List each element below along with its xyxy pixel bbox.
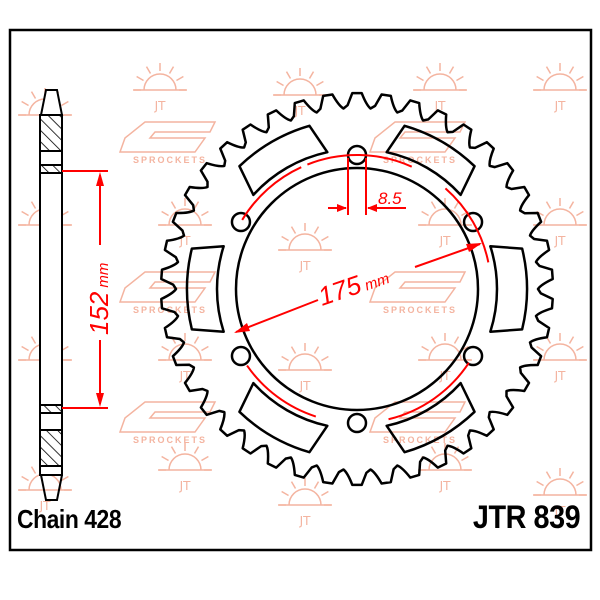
jt-sprockets-logo-watermark: SPROCKETS [368, 271, 467, 315]
pcd-dimension [234, 243, 482, 333]
svg-text:SPROCKETS: SPROCKETS [383, 155, 457, 165]
bolt-hole [230, 211, 252, 233]
lightening-slot [238, 124, 329, 197]
svg-text:JT: JT [439, 479, 452, 493]
side-profile [39, 89, 64, 501]
svg-text:JT: JT [299, 379, 312, 393]
lightening-slot [489, 245, 529, 333]
bolt-hole [462, 345, 484, 367]
svg-text:SPROCKETS: SPROCKETS [133, 155, 207, 165]
height-dimension-label: 152mm [84, 263, 114, 335]
sun-watermark-icon: JT [533, 63, 587, 113]
sun-watermark-icon: JT [158, 333, 212, 383]
sun-watermark-icon: JT [273, 68, 327, 118]
jt-sprockets-logo-watermark: SPROCKETS [118, 401, 217, 445]
lightening-slot [385, 124, 476, 197]
hatch-top [39, 114, 63, 174]
svg-text:JT: JT [154, 99, 167, 113]
pcd-dimension-label: 175mm [314, 260, 392, 312]
jt-sprockets-logo-watermark: SPROCKETS [118, 271, 217, 315]
sun-watermark-icon: JT [133, 63, 187, 113]
chain-size-label: Chain 428 [17, 504, 122, 534]
svg-text:JT: JT [294, 104, 307, 118]
svg-text:JT: JT [299, 259, 312, 273]
height-dimension [62, 170, 108, 409]
bolt-circle-arc [307, 154, 413, 168]
sun-watermark-icon: JT [158, 198, 212, 248]
svg-text:SPROCKETS: SPROCKETS [383, 305, 457, 315]
svg-text:SPROCKETS: SPROCKETS [383, 435, 457, 445]
sun-watermark-icon: JT [533, 333, 587, 383]
sun-watermark-icon: JT [413, 63, 467, 113]
bolt-hole-dimension-label: 8.5 [378, 189, 402, 208]
sun-watermark-icon: JT [278, 478, 332, 528]
bolt-hole [230, 345, 252, 367]
jt-sprockets-logo-watermark: SPROCKETS [118, 121, 217, 165]
jt-sprockets-logo-watermark: SPROCKETS [368, 121, 467, 165]
svg-text:SPROCKETS: SPROCKETS [133, 435, 207, 445]
svg-text:JT: JT [439, 234, 452, 248]
svg-text:JT: JT [554, 369, 567, 383]
bolt-circle-arc [388, 362, 470, 421]
svg-text:JT: JT [179, 479, 192, 493]
center-bore [234, 166, 480, 412]
sun-watermark-icon: JT [158, 443, 212, 493]
bolt-hole-dimension [328, 158, 406, 215]
bolt-hole [462, 211, 484, 233]
hatch-bottom [39, 404, 63, 467]
lightening-slot [238, 381, 329, 454]
svg-text:JT: JT [299, 514, 312, 528]
drawing-frame [8, 28, 593, 552]
sun-watermark-icon: JT [418, 443, 472, 493]
svg-text:JT: JT [39, 499, 52, 513]
part-number-label: JTR 839 [472, 499, 581, 535]
svg-text:JT: JT [554, 99, 567, 113]
sun-watermark-icon: JT [278, 343, 332, 393]
svg-text:JT: JT [554, 234, 567, 248]
bolt-circle-arc [241, 166, 302, 221]
sun-watermark-icon: JT [533, 468, 587, 518]
svg-text:JT: JT [554, 504, 567, 518]
lightening-slot [185, 245, 225, 333]
svg-text:JT: JT [439, 369, 452, 383]
bolt-hole [346, 412, 368, 434]
sprocket-outline [160, 91, 554, 487]
svg-text:JT: JT [434, 99, 447, 113]
sun-watermark-icon: JT [278, 223, 332, 273]
bolt-circle-arc [246, 365, 317, 418]
bolt-circle-arc [444, 187, 490, 263]
sun-watermark-icon: JT [533, 198, 587, 248]
lightening-slot [385, 381, 476, 454]
sprocket-teeth [160, 91, 554, 487]
bolt-circle-arcs [241, 154, 490, 421]
